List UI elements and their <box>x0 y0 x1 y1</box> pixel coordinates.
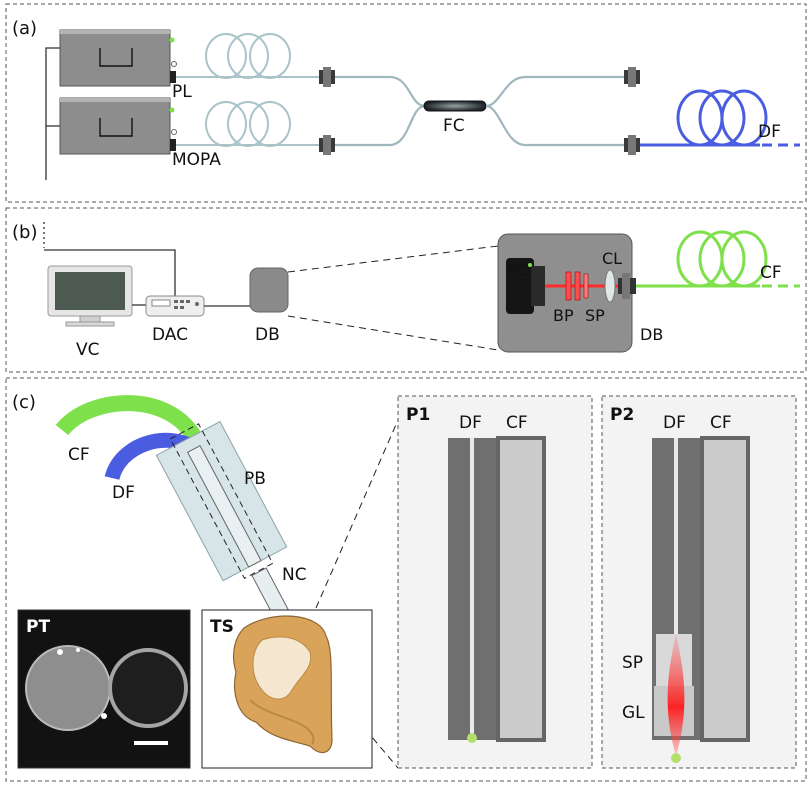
fiber-coupler-icon <box>423 100 487 112</box>
delivery-fiber-label: DF <box>758 122 781 142</box>
laser-pl-led-icon <box>169 37 175 43</box>
panel-a-label: (a) <box>12 18 37 39</box>
connector-upper-right-icon <box>624 67 640 87</box>
bandpass-filter-icon <box>565 271 581 301</box>
shortpass-label: SP <box>585 306 605 325</box>
fiber-core-collection <box>108 648 188 728</box>
inset-p2-glass-label: GL <box>622 703 645 723</box>
shortpass-filter-icon <box>583 273 589 299</box>
inset-p2-col2: CF <box>710 413 732 433</box>
fiber-coupler-label: FC <box>443 116 465 136</box>
panel-b-label: (b) <box>12 222 37 243</box>
needle-cannula-label: NC <box>282 565 307 585</box>
daq-device-icon <box>145 295 205 317</box>
panel-c-label: (c) <box>12 392 36 413</box>
laser-mopa-slot-icon <box>99 118 133 137</box>
tissue-slice <box>201 609 373 769</box>
trigger-wire <box>45 47 60 180</box>
laser-mopa-port <box>170 139 176 151</box>
camera-icon <box>506 258 545 314</box>
fiber-connector-icon <box>618 273 636 299</box>
inset-p1-col1: DF <box>459 413 482 433</box>
laser-pl-port <box>170 71 176 83</box>
computer-icon <box>47 265 133 327</box>
probe-body-label: PB <box>244 469 266 489</box>
photo-tip <box>17 609 191 769</box>
delivery-fiber-coil <box>640 89 800 147</box>
inset-p2-col1: DF <box>663 413 686 433</box>
connector-upper-left-icon <box>319 67 335 87</box>
tissue-slice-label: TS <box>210 617 234 637</box>
detection-box-small <box>249 267 289 313</box>
laser-mopa-led-icon <box>169 107 175 113</box>
patch-fiber-lower <box>176 101 320 147</box>
detection-box-enlarged-label: DB <box>640 325 663 344</box>
probe-body <box>155 420 288 582</box>
connector-lower-right-icon <box>624 135 640 155</box>
delivery-fiber-label-c: DF <box>112 483 135 503</box>
panel-c: (c) CF DF PB NC <box>5 377 807 782</box>
camera-label: PC <box>508 261 529 280</box>
photo-tip-label: PT <box>26 617 50 637</box>
inset-p1-title: P1 <box>406 405 430 425</box>
detection-box-label: DB <box>255 325 280 345</box>
inset-p2-spacer-label: SP <box>622 653 643 673</box>
inset-p2-title: P2 <box>610 405 634 425</box>
panel-a: (a) PL MOPA <box>5 3 807 203</box>
laser-mopa-unit <box>59 97 177 155</box>
patch-fiber-upper <box>176 33 320 79</box>
inset-p2 <box>601 395 797 769</box>
panel-a-frame <box>5 3 807 203</box>
connector-lower-left-icon <box>319 135 335 155</box>
scale-bar <box>134 741 168 745</box>
collimating-lens-icon <box>604 269 616 303</box>
panel-b: (b) VC DAC DB <box>5 207 807 373</box>
bandpass-label: BP <box>553 306 574 325</box>
panel-b-frame <box>5 207 807 373</box>
collimating-lens-label: CL <box>602 249 622 268</box>
laser-mopa-label: MOPA <box>172 150 221 170</box>
p1-fiber-tip-dot <box>467 733 477 743</box>
trigger-wire-b <box>44 249 176 298</box>
laser-pl-unit <box>59 29 177 87</box>
p2-light-cone <box>667 634 685 756</box>
computer-label: VC <box>76 340 100 360</box>
p2-collection-fiber-shape <box>700 436 750 742</box>
daq-label: DAC <box>152 325 188 345</box>
collection-fiber-coil <box>636 230 800 288</box>
p2-fiber-tip-dot <box>671 753 681 763</box>
panel-c-frame <box>5 377 807 782</box>
laser-pl-box <box>59 29 171 87</box>
collection-fiber-label: CF <box>760 263 782 283</box>
laser-pl-label: PL <box>172 82 192 102</box>
collection-fiber-label-c: CF <box>68 445 90 465</box>
fiber-core-delivery <box>25 645 111 731</box>
inset-p1-col2: CF <box>506 413 528 433</box>
laser-mopa-box <box>59 97 171 155</box>
laser-pl-slot-icon <box>99 48 133 67</box>
collection-fiber-arc <box>55 395 204 445</box>
p1-collection-fiber-shape <box>496 436 546 742</box>
inset-p1 <box>397 395 593 769</box>
